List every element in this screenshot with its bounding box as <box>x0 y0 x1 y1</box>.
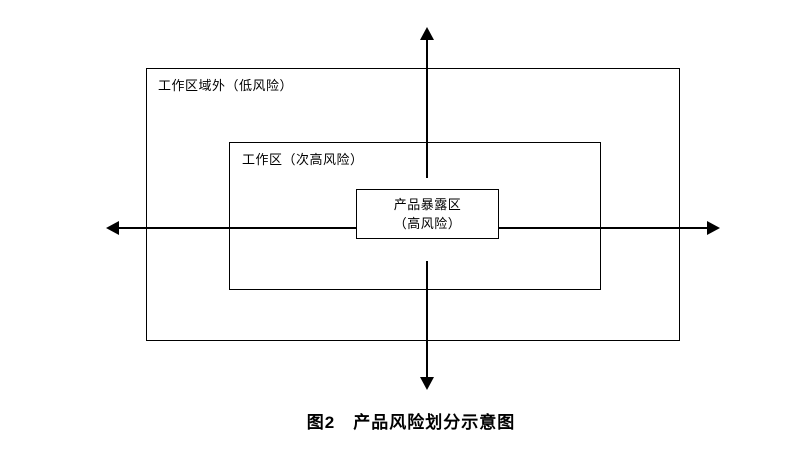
vertical-axis-line-bottom <box>426 261 428 377</box>
vertical-axis-line-top <box>426 38 428 178</box>
outer-zone-label: 工作区域外（低风险） <box>158 78 294 93</box>
inner-zone-label-line1: 产品暴露区 <box>393 197 462 212</box>
arrow-left-icon <box>106 221 119 235</box>
arrow-right-icon <box>707 221 720 235</box>
inner-zone-label-line2: （高风险） <box>393 216 462 231</box>
middle-zone-label: 工作区（次高风险） <box>242 152 364 167</box>
outer-zone-box: 工作区域外（低风险） <box>146 68 680 341</box>
inner-zone-box: 产品暴露区 （高风险） <box>356 189 499 239</box>
figure-caption: 图2 产品风险划分示意图 <box>306 413 516 432</box>
middle-zone-box: 工作区（次高风险） <box>229 142 601 290</box>
arrow-up-icon <box>420 27 434 40</box>
arrow-down-icon <box>420 377 434 390</box>
